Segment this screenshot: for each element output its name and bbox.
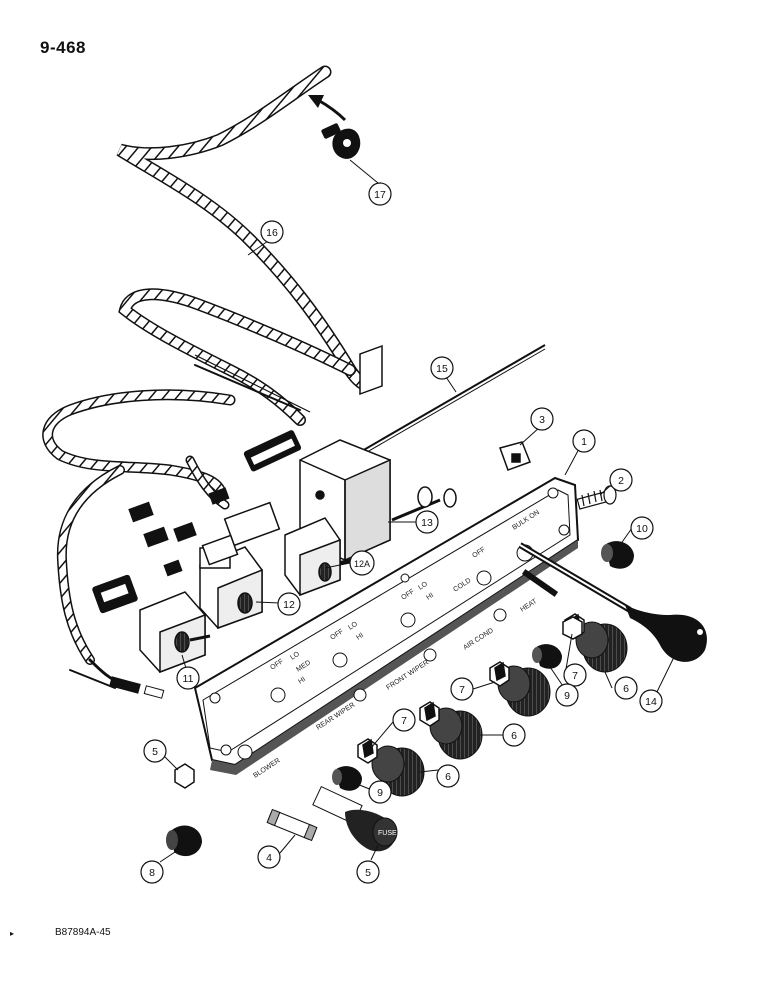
callout-14: 14 [639,689,663,713]
callout-1: 1 [572,429,596,453]
callout-9-b: 9 [368,780,392,804]
arrow-head [308,95,324,108]
panel-clip [499,441,531,471]
callout-6-b: 6 [502,723,526,747]
svg-text:1: 1 [581,436,587,448]
callout-5-left: 5 [143,739,167,763]
svg-text:17: 17 [374,189,386,201]
callout-13: 13 [415,510,439,534]
callout-2: 2 [609,468,633,492]
label-lo-ac: LO [417,580,429,591]
callout-15: 15 [430,356,454,380]
rotary-switch-12a [284,517,356,597]
knob-blower [371,745,425,797]
callouts: 17 16 15 3 1 2 13 12A 12 10 11 5 14 7 9 … [140,182,663,884]
callout-10: 10 [630,516,654,540]
label-lo-wiper: LO [347,620,359,631]
svg-text:5: 5 [152,746,158,758]
label-hi-blower: HI [297,676,307,686]
svg-text:6: 6 [511,730,517,742]
svg-text:3: 3 [539,414,545,426]
callout-7-b: 7 [450,677,474,701]
pull-knob-assembly [518,542,707,662]
switch-caps [166,541,634,857]
callout-17: 17 [368,182,392,206]
figure-code: B87894A-45 [55,927,111,938]
svg-text:12A: 12A [354,559,370,569]
margin-bullet: ▸ [10,929,15,938]
callout-11: 11 [176,666,200,690]
label-heat: HEAT [519,598,539,614]
svg-text:5: 5 [365,867,371,879]
callout-12: 12 [277,592,301,616]
callout-16: 16 [260,220,284,244]
svg-text:6: 6 [623,683,629,695]
callout-8: 8 [140,860,164,884]
callout-7-c: 7 [392,708,416,732]
svg-text:12: 12 [283,599,295,611]
callout-9-a: 9 [555,683,579,707]
screw [576,485,617,510]
label-lo-blower: LO [289,650,301,661]
label-hi-wiper: HI [355,632,365,642]
toggle-switch-blocks [201,501,281,566]
svg-text:15: 15 [436,363,448,375]
svg-text:9: 9 [564,690,570,702]
fuse [266,808,318,842]
rotary-switch-11 [139,591,211,674]
callout-3: 3 [530,407,554,431]
callout-4: 4 [257,845,281,869]
callout-12a: 12A [349,550,375,576]
wire-connectors [92,430,302,699]
svg-text:14: 14 [645,696,657,708]
svg-text:16: 16 [266,227,278,239]
label-hi-ac: HI [425,592,435,602]
svg-text:11: 11 [183,673,194,685]
callout-6-c: 6 [436,764,460,788]
svg-text:2: 2 [618,475,624,487]
svg-text:4: 4 [266,852,272,864]
harness-clamp [321,123,361,159]
svg-text:7: 7 [572,670,578,682]
svg-text:7: 7 [459,684,465,696]
svg-text:9: 9 [377,787,383,799]
nuts [174,613,585,789]
fuse-holder: FUSE [312,785,398,852]
wiring-harness [42,65,382,689]
svg-text:8: 8 [149,867,155,879]
callout-5-bottom: 5 [356,860,380,884]
svg-text:7: 7 [401,715,407,727]
callout-6-a: 6 [614,676,638,700]
page-number: 9-468 [40,38,86,57]
label-fuse: FUSE [378,830,397,837]
control-cable [194,344,546,460]
direction-arrow [317,98,347,122]
svg-text:6: 6 [445,771,451,783]
svg-text:10: 10 [636,523,648,535]
label-air-cond: AIR COND [462,627,495,652]
callout-7-a: 7 [563,663,587,687]
svg-text:13: 13 [421,517,433,529]
